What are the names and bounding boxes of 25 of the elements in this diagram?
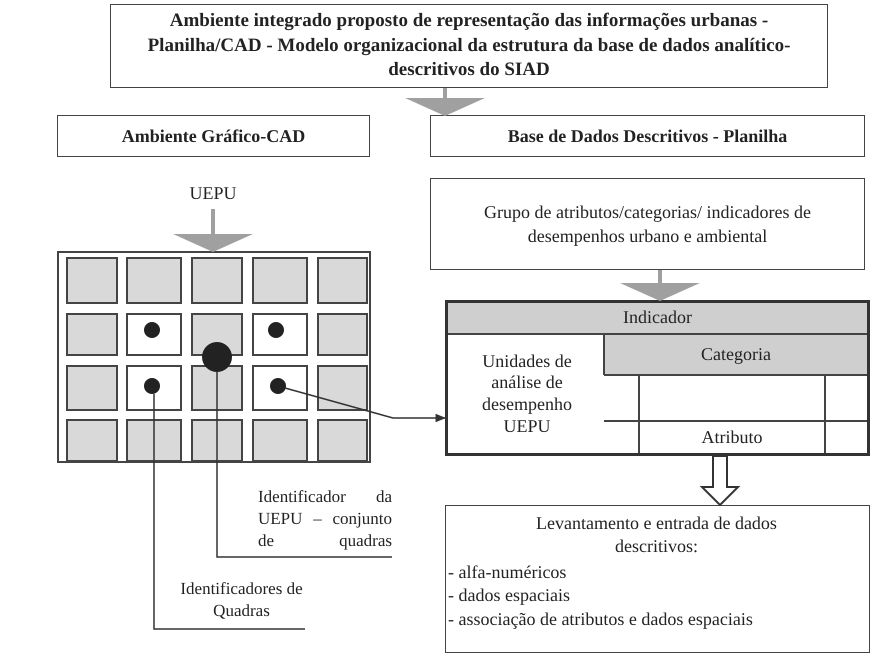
- list-item: - dados espaciais: [448, 584, 571, 608]
- column-header: Categoria: [605, 335, 867, 374]
- table-header: Indicador: [448, 303, 867, 333]
- title-box: Ambiente integrado proposto de representação das informações urbanas - Planilha/CAD - Modelo organizacional da estrutura da base de dados analítico-descritivos do SIAD: [110, 4, 828, 88]
- leader-text: Identificadores de Quadras: [178, 578, 305, 628]
- chevron-arrow: [173, 209, 253, 252]
- arrow: [284, 387, 446, 422]
- map-label: UEPU: [180, 183, 246, 209]
- row-label: Unidades de análise de desempenho UEPU: [481, 350, 573, 438]
- list-heading: Levantamento e entrada de dados descritivos:: [535, 512, 778, 558]
- section-header: Ambiente Gráfico-CAD: [57, 115, 370, 157]
- block-map: [57, 251, 371, 463]
- list-item: - alfa-numéricos: [448, 560, 568, 584]
- chevron-arrow: [405, 88, 485, 116]
- leader-text: Identificador da UEPU – conjunto de quadras: [258, 486, 392, 556]
- list-box: [445, 505, 870, 653]
- list-item: - associação de atributos e dados espaciais: [448, 608, 754, 631]
- process-box: Grupo de atributos/categorias/ indicadores de desempenhos urbano e ambiental: [430, 178, 865, 270]
- data-table: [445, 300, 870, 456]
- table-text: Atributo: [700, 426, 764, 449]
- chevron-arrow: [620, 270, 700, 301]
- section-header: Base de Dados Descritivos - Planilha: [430, 115, 865, 157]
- leader-line: [153, 394, 305, 630]
- block-arrow: [700, 455, 740, 506]
- leader-line: [216, 372, 392, 558]
